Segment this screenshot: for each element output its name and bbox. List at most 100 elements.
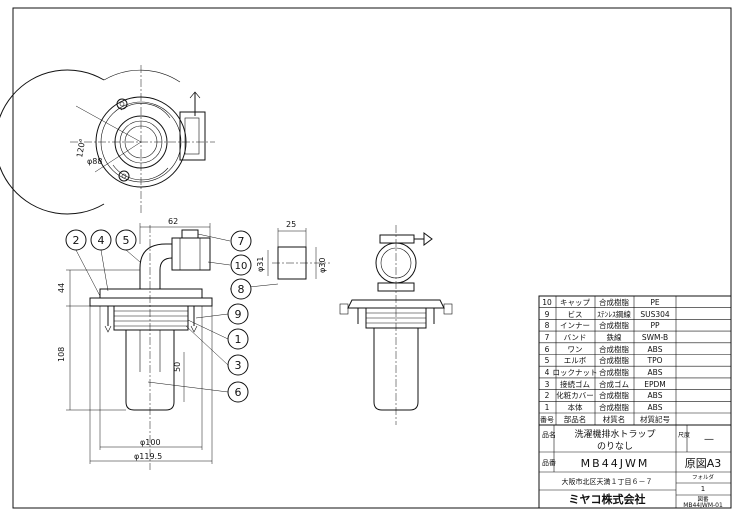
dim-25-label: 25 [286,220,296,229]
dia-88-label: φ88 [87,157,102,166]
dim-100-label: φ100 [140,438,161,447]
svg-text:1: 1 [545,403,550,412]
dim-30-label: φ30 [318,258,327,273]
product-name-line1: 洗濯機排水トラップ [574,428,655,440]
drawing-label: 図番 [697,496,709,503]
angle-120-label: 120° [75,138,87,159]
scale-label: 尺度 [678,431,690,439]
svg-text:SUS304: SUS304 [640,310,670,319]
svg-text:9: 9 [235,308,242,321]
svg-text:エルボ: エルボ [564,356,587,365]
svg-text:材質名: 材質名 [603,414,626,424]
svg-text:合成樹脂: 合成樹脂 [599,344,629,354]
code-label: 品番 [542,459,556,467]
company-address: 大阪市北区天満１丁目６－７ [562,477,653,486]
dim-62-label: 62 [168,217,178,226]
svg-text:8: 8 [545,321,550,330]
svg-text:接続ゴム: 接続ゴム [560,379,590,389]
svg-text:部品名: 部品名 [564,414,587,424]
svg-text:材質記号: 材質記号 [640,414,670,424]
svg-text:PE: PE [650,298,660,307]
leader-lines [75,233,279,393]
company-name: ミヤコ株式会社 [569,492,646,506]
product-name-line2: のりなし [597,441,633,452]
svg-text:6: 6 [235,386,242,399]
dim-50-label: 50 [173,362,182,372]
dim-44-label: 44 [57,283,66,293]
svg-text:合成樹脂: 合成樹脂 [599,367,629,377]
svg-text:TPO: TPO [646,356,662,365]
balloon-6: 6 [227,381,249,403]
svg-text:番号: 番号 [540,416,554,424]
svg-text:合成樹脂: 合成樹脂 [599,320,629,330]
svg-text:10: 10 [235,261,248,272]
svg-text:2: 2 [73,234,80,247]
svg-text:合成樹脂: 合成樹脂 [599,390,629,400]
balloon-9: 9 [227,303,249,325]
svg-text:7: 7 [545,333,550,342]
svg-text:4: 4 [545,368,550,377]
balloon-8: 8 [230,278,252,300]
name-label: 品名 [542,430,556,439]
svg-text:1: 1 [235,333,242,346]
svg-text:本体: 本体 [568,402,583,412]
svg-text:ｽﾃﾝﾚｽ鋼線: ｽﾃﾝﾚｽ鋼線 [597,309,631,319]
original-size: 原図A3 [685,457,722,470]
dim-31-label: φ31 [256,257,265,272]
part-balloons: 2 4 5 7 10 8 9 1 3 6 [65,229,252,403]
title-block: 品名 洗濯機排水トラップ のりなし 尺度 — 品番 MB44JWM 原図A3 大… [539,425,731,509]
svg-text:バンド: バンド [564,333,587,342]
balloon-2: 2 [65,229,87,251]
folder-value: 1 [701,485,705,493]
svg-text:3: 3 [235,359,242,372]
drawing-number: MB44JWM-01 [683,502,723,509]
svg-text:インナー: インナー [560,321,590,330]
front-view: 62 44 108 50 φ100 φ119.5 [57,217,213,470]
svg-text:合成樹脂: 合成樹脂 [599,402,629,412]
balloon-4: 4 [90,229,112,251]
sheet-border [12,7,732,509]
svg-text:PP: PP [650,321,660,330]
elbow-outlet [171,237,211,271]
svg-text:5: 5 [545,356,550,365]
dim-119-label: φ119.5 [134,452,162,461]
svg-text:ワン: ワン [568,345,583,354]
balloon-5: 5 [115,229,137,251]
svg-text:4: 4 [98,234,105,247]
svg-text:鉄線: 鉄線 [607,332,622,342]
svg-text:キャップ: キャップ [560,298,590,307]
svg-text:ABS: ABS [648,345,663,354]
svg-text:合成ゴム: 合成ゴム [599,379,629,389]
svg-text:8: 8 [238,283,245,296]
svg-text:化粧カバー: 化粧カバー [556,390,594,400]
balloon-7: 7 [230,230,252,252]
balloon-1: 1 [227,328,249,350]
folder-label: フォルダ [692,473,715,481]
svg-text:ABS: ABS [648,403,663,412]
svg-text:SWM-B: SWM-B [642,333,668,342]
balloon-3: 3 [227,354,249,376]
cup [125,330,175,411]
side-view [339,225,453,425]
svg-text:9: 9 [545,310,550,319]
svg-text:ロックナット: ロックナット [553,368,598,377]
svg-text:合成樹脂: 合成樹脂 [599,355,629,365]
svg-text:EPDM: EPDM [644,380,666,389]
svg-text:合成樹脂: 合成樹脂 [599,297,629,307]
svg-text:ABS: ABS [648,391,663,400]
svg-text:5: 5 [123,234,130,247]
base-flange [89,297,213,307]
dim-108-label: 108 [57,347,66,362]
svg-text:ビス: ビス [568,310,583,319]
top-view: 120° φ88 [0,65,215,215]
svg-text:10: 10 [542,298,552,307]
inner-tube-detail: 25 φ31 φ30 [256,220,330,280]
scale-value: — [704,434,714,445]
model-number: MB44JWM [581,457,650,470]
svg-text:7: 7 [238,235,245,248]
svg-text:3: 3 [545,380,550,389]
svg-text:ABS: ABS [648,368,663,377]
svg-text:6: 6 [545,345,550,354]
